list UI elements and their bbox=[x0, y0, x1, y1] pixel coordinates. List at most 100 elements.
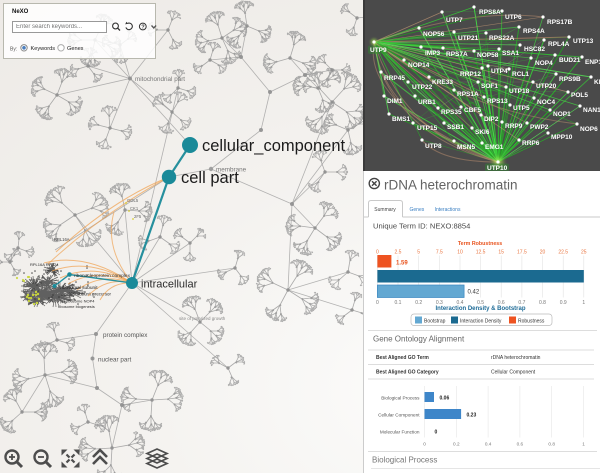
svg-text:0.8: 0.8 bbox=[539, 300, 546, 306]
svg-text:22.5: 22.5 bbox=[558, 250, 568, 256]
svg-text:Best Aligned GO Category: Best Aligned GO Category bbox=[376, 370, 439, 376]
svg-text:0.23: 0.23 bbox=[467, 413, 477, 419]
svg-text:0.9: 0.9 bbox=[560, 300, 567, 306]
svg-text:RRP6: RRP6 bbox=[522, 140, 540, 147]
svg-text:Genes: Genes bbox=[67, 46, 84, 52]
svg-text:Gene Ontology Alignment: Gene Ontology Alignment bbox=[373, 335, 465, 344]
svg-text:0.06: 0.06 bbox=[440, 396, 450, 402]
svg-text:GOL5: GOL5 bbox=[127, 198, 139, 203]
svg-text:UTP21: UTP21 bbox=[458, 35, 479, 42]
svg-text:Genes: Genes bbox=[410, 207, 425, 213]
svg-text:RPS13: RPS13 bbox=[487, 98, 508, 105]
svg-text:0: 0 bbox=[423, 442, 426, 447]
svg-text:Cellular Component: Cellular Component bbox=[378, 413, 420, 418]
svg-text:RCL1: RCL1 bbox=[512, 71, 529, 78]
svg-text:CBF5: CBF5 bbox=[464, 107, 481, 114]
svg-text:RRP12: RRP12 bbox=[460, 71, 481, 78]
svg-text:membrane: membrane bbox=[216, 167, 247, 174]
svg-text:BUD21: BUD21 bbox=[559, 57, 581, 64]
svg-text:NOC4: NOC4 bbox=[537, 99, 555, 106]
svg-text:Interaction Density & Bootstra: Interaction Density & Bootstrap bbox=[435, 306, 525, 312]
svg-text:SSB1: SSB1 bbox=[447, 124, 464, 131]
svg-text:site of polarized growth: site of polarized growth bbox=[179, 316, 226, 321]
svg-text:NOP4: NOP4 bbox=[535, 60, 553, 67]
svg-text:0.6: 0.6 bbox=[517, 442, 524, 447]
svg-text:0.3: 0.3 bbox=[436, 300, 443, 306]
svg-text:RPS1A: RPS1A bbox=[457, 91, 479, 98]
svg-text:0.4: 0.4 bbox=[485, 442, 492, 447]
svg-text:Interactions: Interactions bbox=[435, 207, 461, 213]
svg-text:RRP9: RRP9 bbox=[505, 123, 523, 130]
svg-text:0: 0 bbox=[376, 300, 379, 306]
svg-text:MPP10: MPP10 bbox=[551, 134, 573, 141]
svg-text:NOP6: NOP6 bbox=[580, 126, 598, 133]
svg-text:25: 25 bbox=[581, 250, 587, 256]
svg-text:2F5: 2F5 bbox=[134, 214, 142, 219]
svg-text:0: 0 bbox=[435, 430, 438, 436]
svg-text:RRP45: RRP45 bbox=[384, 75, 405, 82]
svg-text:UTP4: UTP4 bbox=[491, 68, 508, 75]
svg-text:MSN5: MSN5 bbox=[457, 144, 475, 151]
svg-text:UTP10: UTP10 bbox=[487, 165, 508, 171]
svg-text:Term Robustness: Term Robustness bbox=[458, 241, 502, 247]
svg-text:UTP8: UTP8 bbox=[425, 143, 442, 150]
svg-text:1.59: 1.59 bbox=[396, 261, 408, 267]
svg-text:NOP14: NOP14 bbox=[408, 62, 430, 69]
svg-text:mitochondrial part: mitochondrial part bbox=[135, 76, 185, 83]
svg-text:Molecular Function: Molecular Function bbox=[380, 430, 420, 435]
svg-text:RPS1A: RPS1A bbox=[45, 269, 59, 274]
svg-text:IMP3: IMP3 bbox=[425, 50, 441, 57]
svg-text:0.6: 0.6 bbox=[498, 300, 505, 306]
svg-text:PWP2: PWP2 bbox=[530, 124, 549, 131]
svg-text:SOF1: SOF1 bbox=[481, 83, 498, 90]
svg-text:7.5: 7.5 bbox=[436, 250, 443, 256]
svg-text:EMG1: EMG1 bbox=[485, 144, 504, 151]
svg-text:Unique Term ID: NEXO:8854: Unique Term ID: NEXO:8854 bbox=[373, 222, 470, 231]
svg-text:20: 20 bbox=[540, 250, 546, 256]
svg-text:KR: KR bbox=[594, 79, 600, 86]
svg-text:RPL4A: RPL4A bbox=[548, 41, 570, 48]
svg-text:UTP18: UTP18 bbox=[509, 88, 530, 95]
svg-text:UTP22: UTP22 bbox=[412, 84, 433, 91]
svg-text:nuclear part: nuclear part bbox=[98, 357, 132, 364]
svg-text:UTP20: UTP20 bbox=[536, 83, 557, 90]
svg-text:NAN1: NAN1 bbox=[583, 107, 600, 114]
svg-text:URB1: URB1 bbox=[418, 99, 436, 106]
svg-text:Interaction Density: Interaction Density bbox=[460, 318, 502, 324]
svg-text:SKI6: SKI6 bbox=[475, 129, 490, 136]
svg-text:UTP5: UTP5 bbox=[513, 105, 530, 112]
svg-text:Summary: Summary bbox=[374, 207, 396, 213]
svg-text:Keywords: Keywords bbox=[31, 46, 56, 52]
svg-text:rDNA heterochromatin: rDNA heterochromatin bbox=[491, 355, 541, 361]
svg-text:1: 1 bbox=[582, 442, 585, 447]
svg-text:5: 5 bbox=[417, 250, 420, 256]
svg-text:UTP15: UTP15 bbox=[417, 125, 438, 132]
svg-text:RPS7A: RPS7A bbox=[446, 51, 468, 58]
svg-text:RPS35: RPS35 bbox=[441, 109, 462, 116]
svg-text:CK1: CK1 bbox=[130, 206, 139, 211]
svg-text:15: 15 bbox=[498, 250, 504, 256]
svg-text:0.1: 0.1 bbox=[395, 300, 402, 306]
svg-text:RPL16A RPS24: RPL16A RPS24 bbox=[30, 262, 59, 267]
svg-text:rDNA heterochromatin: rDNA heterochromatin bbox=[384, 178, 518, 193]
svg-text:ribosome biogenesis: ribosome biogenesis bbox=[58, 304, 95, 309]
svg-text:Robustness: Robustness bbox=[518, 318, 545, 324]
svg-text:RPS9B: RPS9B bbox=[559, 76, 581, 83]
svg-text:Biological Process: Biological Process bbox=[372, 456, 437, 465]
svg-text:Cellular Component: Cellular Component bbox=[491, 370, 536, 376]
svg-text:DIM1: DIM1 bbox=[387, 98, 403, 105]
svg-text:0.2: 0.2 bbox=[415, 300, 422, 306]
svg-text:ribosomal subunit: ribosomal subunit bbox=[60, 285, 98, 291]
svg-text:UTP6: UTP6 bbox=[505, 14, 522, 21]
svg-text:90S preribosome NOP4: 90S preribosome NOP4 bbox=[52, 299, 95, 304]
svg-text:10: 10 bbox=[457, 250, 463, 256]
svg-text:RPS8A: RPS8A bbox=[479, 9, 501, 16]
svg-text:By:: By: bbox=[10, 46, 17, 52]
svg-text:NOP1: NOP1 bbox=[553, 111, 571, 118]
svg-text:1: 1 bbox=[582, 300, 585, 306]
svg-text:protein complex: protein complex bbox=[103, 332, 148, 339]
svg-text:?: ? bbox=[141, 25, 145, 31]
svg-text:UTP13: UTP13 bbox=[573, 38, 594, 45]
svg-text:intracellular: intracellular bbox=[141, 279, 198, 291]
svg-text:KRE33: KRE33 bbox=[432, 79, 453, 86]
